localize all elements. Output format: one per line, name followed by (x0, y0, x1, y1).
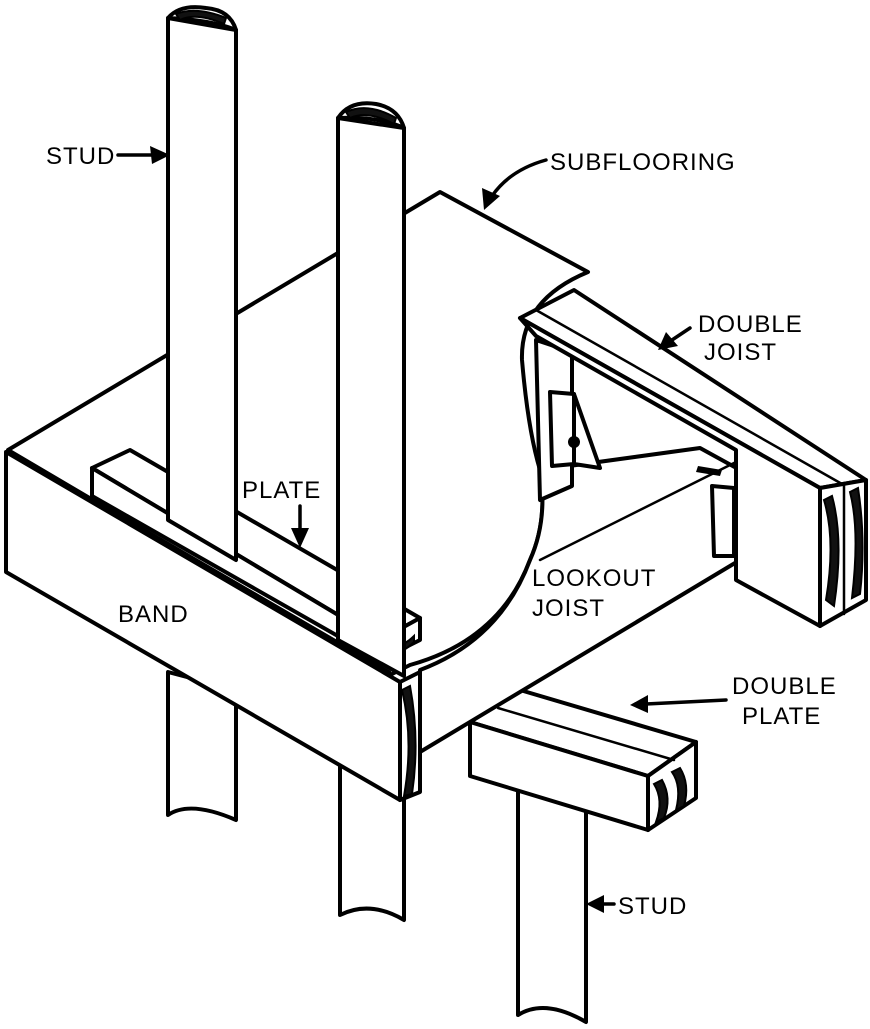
subflooring-arrow (482, 158, 548, 210)
double-joist-arrow (658, 326, 692, 350)
label-plate: PLATE (242, 477, 321, 504)
lower-stud-right (516, 738, 588, 1024)
stud-bottom-arrow (586, 895, 616, 913)
plate-arrow (291, 504, 309, 548)
label-lookout-joist-line1: LOOKOUT (532, 565, 656, 592)
label-double-plate-line2: PLATE (742, 703, 821, 730)
label-stud-top: STUD (46, 143, 115, 170)
double-plate-arrow (630, 695, 728, 713)
label-stud-bottom: STUD (618, 893, 687, 920)
double-plate-member (468, 688, 698, 832)
upper-stud-left (166, 5, 238, 562)
label-lookout-joist-line2: JOIST (532, 595, 605, 622)
label-double-joist-line1: DOUBLE (698, 311, 803, 338)
label-subflooring: SUBFLOORING (550, 149, 736, 176)
lower-stud-left (166, 670, 238, 822)
label-band: BAND (118, 601, 189, 628)
label-double-plate-line1: DOUBLE (732, 673, 837, 700)
joist-hanger-upper (548, 390, 602, 470)
label-double-joist-line2: JOIST (704, 339, 777, 366)
stud-top-arrow (116, 146, 170, 164)
band-member (4, 450, 422, 802)
upper-stud-middle (336, 101, 406, 678)
double-joist-member (518, 288, 868, 628)
